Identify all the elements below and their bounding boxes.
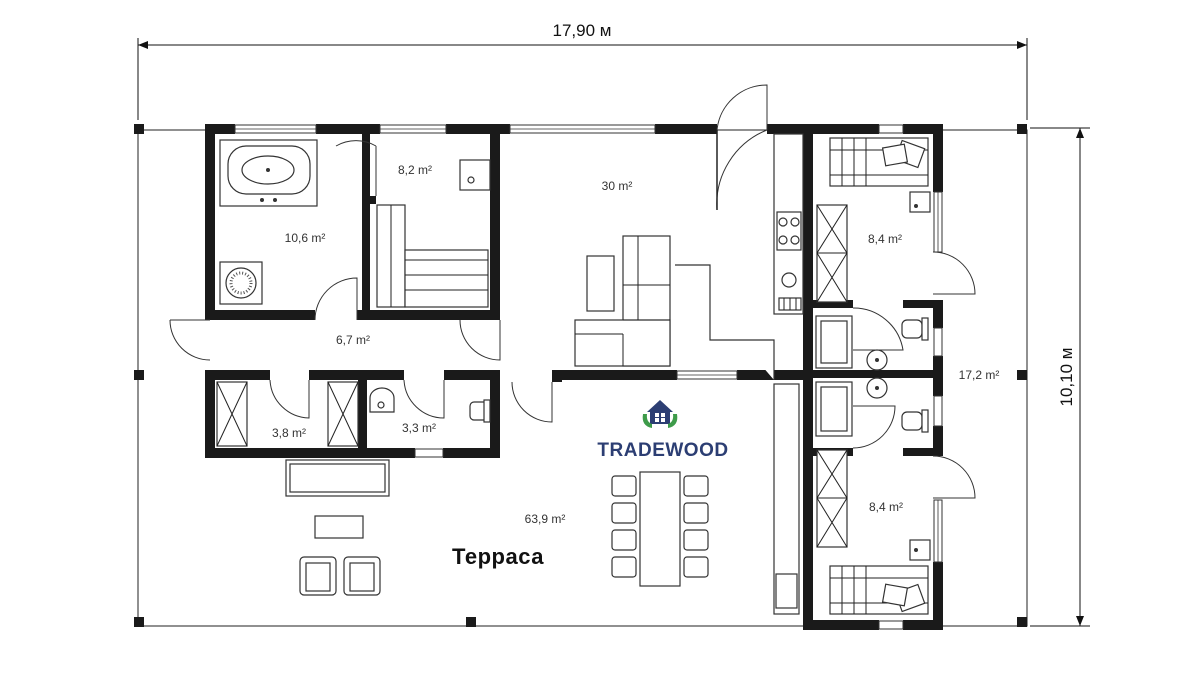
kitchen-island — [675, 264, 775, 380]
terrace-label: Терраса — [452, 544, 544, 569]
outdoor-coffee-table — [314, 515, 364, 539]
wardrobe-top — [816, 204, 848, 303]
wc-fixtures — [369, 387, 491, 423]
wardrobe-bottom — [816, 449, 848, 548]
outdoor-sofa — [285, 459, 390, 497]
area-bedroom-bottom: 8,4 m² — [869, 500, 903, 514]
sink-right-bottom — [866, 377, 888, 399]
width-dimension — [137, 38, 1028, 120]
area-corridor-right: 17,2 m² — [959, 368, 1000, 382]
sofa — [574, 235, 671, 367]
area-hall: 6,7 m² — [336, 333, 370, 347]
shower-right-top — [815, 315, 853, 369]
brand-name: TRADEWOOD — [597, 440, 728, 461]
sauna-stove — [459, 159, 491, 191]
area-bathroom: 10,6 m² — [285, 231, 326, 245]
nightstand-bottom — [909, 539, 931, 561]
storage-cabinets — [216, 381, 359, 447]
nightstand-top — [909, 191, 931, 213]
coffee-table — [586, 255, 615, 312]
house-logo-icon — [642, 400, 678, 428]
width-dimension-label: 17,90 м — [553, 21, 612, 40]
toilet-right-top — [901, 317, 929, 341]
bed-top — [829, 137, 929, 187]
shower-tray — [219, 261, 263, 305]
bathtub — [219, 139, 318, 207]
area-living-kitchen: 30 m² — [602, 179, 633, 193]
kitchen-counter — [773, 133, 804, 315]
armchairs — [299, 556, 381, 596]
area-wc: 3,3 m² — [402, 421, 436, 435]
area-terrace: 63,9 m² — [525, 512, 566, 526]
sink-right-top — [866, 349, 888, 371]
area-storage: 3,8 m² — [272, 426, 306, 440]
windows — [234, 124, 943, 630]
toilet-right-bottom — [901, 409, 929, 433]
doors — [169, 84, 976, 499]
walls — [205, 124, 943, 630]
area-bedroom-top: 8,4 m² — [868, 232, 902, 246]
terrace-counter — [773, 383, 800, 615]
bed-bottom — [829, 565, 929, 615]
height-dimension-label: 10,10 м — [1057, 348, 1076, 407]
sauna-benches — [376, 204, 489, 308]
dining-set — [611, 471, 709, 587]
shower-right-bottom — [815, 381, 853, 437]
area-sauna: 8,2 m² — [398, 163, 432, 177]
height-dimension — [1030, 127, 1090, 627]
terrace-posts — [134, 124, 1027, 627]
